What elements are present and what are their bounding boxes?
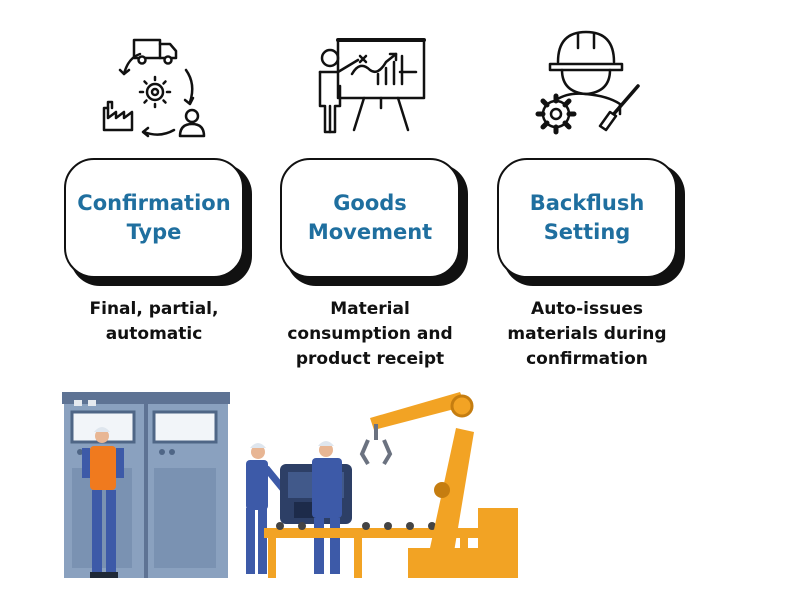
worker-orange-vest [82, 427, 124, 578]
card-backflush-setting: Backflush Setting [497, 158, 677, 278]
caption-backflush-setting: Auto-issues materials during confirmatio… [507, 299, 667, 369]
factory-robot-arm-illustration [62, 392, 518, 578]
worker-helmet [312, 441, 342, 574]
control-cabinet [62, 392, 230, 578]
truck-icon [132, 38, 178, 65]
screwdriver-icon [598, 84, 640, 132]
gear-icon [535, 93, 577, 135]
robot-arm [359, 392, 518, 578]
caption-goods-movement: Material consumption and product receipt [287, 299, 453, 369]
gear-icon [138, 75, 172, 109]
card-confirmation-type: Confirmation Type [64, 158, 244, 278]
worker-blue-overalls [246, 443, 287, 574]
presentation-chart-icon [318, 38, 426, 134]
engineer-gear-icon [535, 30, 640, 135]
card-title: Backflush Setting [529, 191, 645, 244]
factory-icon [102, 100, 134, 132]
card-title: Goods Movement [307, 191, 433, 244]
card-title: Confirmation Type [77, 191, 231, 244]
person-icon [178, 108, 206, 138]
card-goods-movement: Goods Movement [280, 158, 460, 278]
supply-chain-cycle-icon [102, 38, 206, 138]
caption-confirmation-type: Final, partial, automatic [89, 299, 219, 344]
